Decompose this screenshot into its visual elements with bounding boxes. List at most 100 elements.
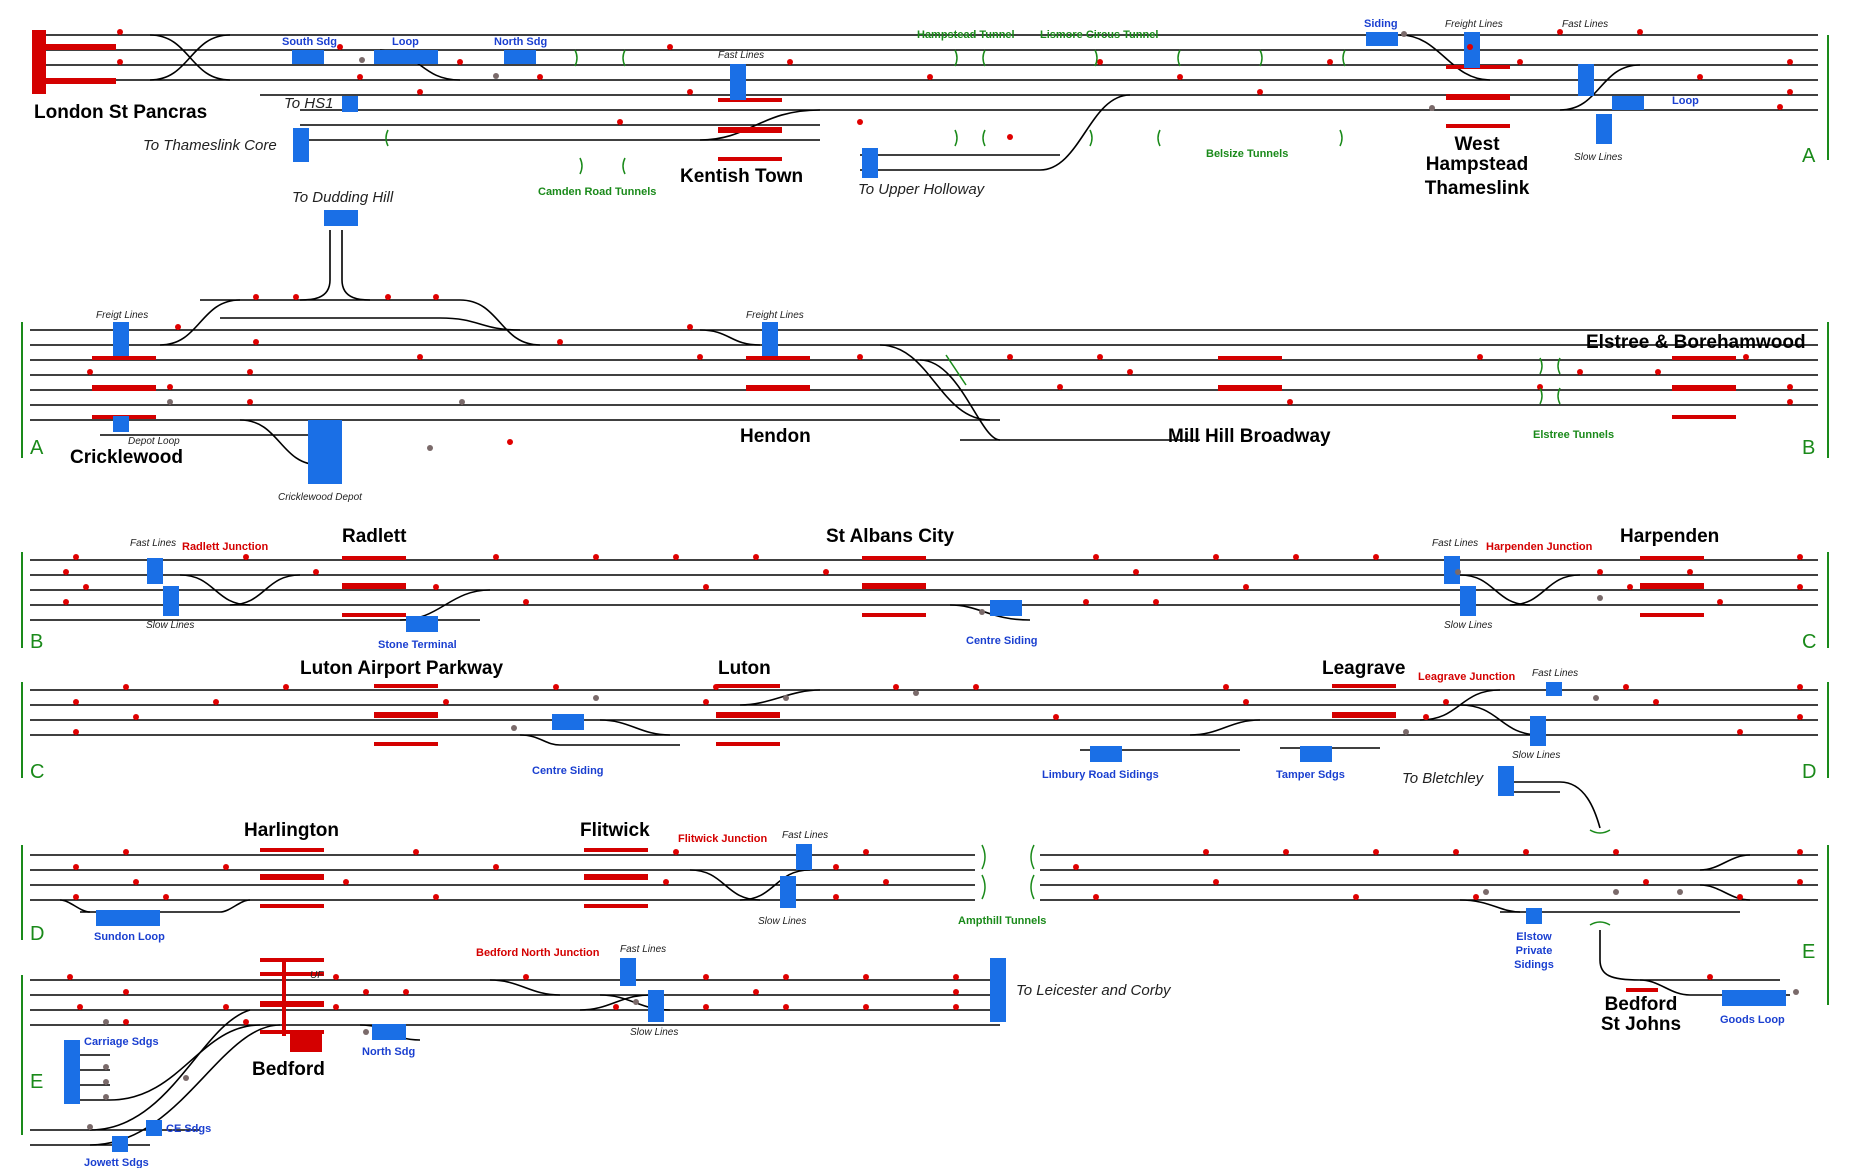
label-fast-lines-f: Fast Lines: [782, 830, 828, 841]
label-ce-sdgs: CE Sdgs: [166, 1123, 211, 1135]
label-loop: Loop: [392, 36, 419, 48]
siding-wh-block: [1366, 32, 1398, 46]
carriage-sdgs-block: [64, 1040, 80, 1104]
label-fast-lines-h: Fast Lines: [1432, 538, 1478, 549]
row-2-signals: [87, 294, 1793, 451]
row-4-tracks: [30, 689, 1818, 829]
row-2-sidings: [113, 210, 778, 484]
label-slow-lines-r: Slow Lines: [146, 620, 194, 631]
label-to-bletchley: To Bletchley: [1402, 770, 1485, 787]
row-4-sidings: [552, 682, 1562, 796]
label-stone-terminal: Stone Terminal: [378, 639, 457, 651]
label-limbury-road: Limbury Road Sidings: [1042, 769, 1159, 781]
label-camden-road-tunnels: Camden Road Tunnels: [538, 186, 656, 198]
station-harlington: Harlington: [244, 820, 339, 841]
south-sdg-block: [292, 50, 324, 64]
loop-block: [374, 50, 438, 64]
north-sdg-2-block: [372, 1024, 406, 1040]
label-elstow-3: Sidings: [1514, 959, 1554, 971]
label-slow-lines-b: Slow Lines: [630, 1027, 678, 1038]
label-fast-lines-kt: Fast Lines: [718, 50, 764, 61]
label-to-dudding-hill: To Dudding Hill: [292, 189, 394, 206]
label-freight-lines-wh: Freight Lines: [1445, 19, 1503, 30]
label-bedford-north-junction: Bedford North Junction: [476, 947, 600, 959]
label-slow-lines-l: Slow Lines: [1512, 750, 1560, 761]
row-1-tunnel-marks: [385, 49, 1346, 175]
station-luton: Luton: [718, 658, 771, 679]
section-marker-a-end: A: [1802, 145, 1816, 167]
label-belsize-tunnels: Belsize Tunnels: [1206, 148, 1288, 160]
row-6-sidings: [64, 958, 1006, 1152]
row-4-tunnel-marks: [1589, 829, 1611, 834]
station-west-hampstead-1: West: [1454, 134, 1500, 155]
label-ampthill-tunnels: Ampthill Tunnels: [958, 915, 1046, 927]
station-bedford: Bedford: [252, 1059, 325, 1080]
label-to-thameslink-core: To Thameslink Core: [143, 137, 277, 154]
label-tamper-sdgs: Tamper Sdgs: [1276, 769, 1345, 781]
label-north-sdg: North Sdg: [494, 36, 547, 48]
label-freight-lines-hendon: Freight Lines: [746, 310, 804, 321]
label-fast-lines-r: Fast Lines: [130, 538, 176, 549]
row-6-platforms: [260, 958, 324, 1052]
station-st-albans-city: St Albans City: [826, 526, 955, 547]
label-fast-lines-b: Fast Lines: [620, 944, 666, 955]
centre-siding-1-block: [990, 600, 1022, 616]
station-leagrave: Leagrave: [1322, 658, 1405, 679]
row-2-platforms: [92, 356, 1736, 419]
row-4-signals: [73, 684, 1803, 735]
sundon-loop-block: [96, 910, 160, 926]
label-elstree-tunnels: Elstree Tunnels: [1533, 429, 1614, 441]
label-uf: UF: [310, 970, 324, 981]
row-6-signals: [67, 974, 959, 1130]
label-leagrave-junction: Leagrave Junction: [1418, 671, 1515, 683]
row-3-sidings: [147, 556, 1476, 632]
row-5-platforms: [260, 848, 1658, 992]
label-north-sdg-2: North Sdg: [362, 1046, 415, 1058]
row-2-tunnel-marks: [945, 354, 1561, 405]
centre-siding-2-block: [552, 714, 584, 730]
cricklewood-depot-block: [308, 420, 342, 484]
station-london-st-pancras: London St Pancras: [34, 102, 207, 123]
row-5-signals: [73, 849, 1803, 995]
loop-wh-block: [1612, 96, 1644, 110]
section-marker-e-end: E: [1802, 941, 1815, 963]
station-luton-airport-parkway: Luton Airport Parkway: [300, 658, 503, 679]
label-slow-lines-wh: Slow Lines: [1574, 152, 1622, 163]
label-cricklewood-depot: Cricklewood Depot: [278, 492, 363, 503]
row-1-tracks: [40, 34, 1818, 171]
station-bedford-st-johns-1: Bedford: [1605, 994, 1678, 1015]
label-elstow-1: Elstow: [1516, 931, 1552, 943]
section-marker-b-start: B: [30, 631, 43, 653]
row-5-tunnel-marks: [981, 844, 1611, 926]
label-flitwick-junction: Flitwick Junction: [678, 833, 768, 845]
section-marker-e-start: E: [30, 1071, 43, 1093]
st-pancras-buffer: [32, 30, 46, 94]
section-marker-d-end: D: [1802, 761, 1816, 783]
station-harpenden: Harpenden: [1620, 526, 1719, 547]
row-2-tracks: [30, 230, 1818, 466]
label-to-upper-holloway: To Upper Holloway: [858, 181, 986, 198]
label-radlett-junction: Radlett Junction: [182, 541, 268, 553]
label-sundon-loop: Sundon Loop: [94, 931, 165, 943]
section-marker-c-start: C: [30, 761, 44, 783]
row-1-signals: [117, 29, 1793, 140]
label-centre-siding-1: Centre Siding: [966, 635, 1038, 647]
label-fast-lines-l: Fast Lines: [1532, 668, 1578, 679]
section-marker-d-start: D: [30, 923, 44, 945]
label-carriage-sdgs: Carriage Sdgs: [84, 1036, 159, 1048]
label-hampstead-tunnel: Hampstead Tunnel: [917, 29, 1015, 41]
section-marker-b-end: B: [1802, 437, 1815, 459]
jowett-sdgs-block: [112, 1136, 128, 1152]
goods-loop-block: [1722, 990, 1786, 1006]
label-depot-loop: Depot Loop: [128, 436, 180, 447]
row-3-signals: [63, 554, 1803, 615]
row-4-platforms: [374, 684, 1396, 746]
row-1-sidings: [292, 32, 1644, 178]
station-elstree-borehamwood: Elstree & Borehamwood: [1586, 332, 1806, 353]
station-cricklewood: Cricklewood: [70, 447, 183, 468]
row-3-tracks: [30, 559, 1818, 621]
row-3-platforms: [342, 556, 1704, 617]
label-slow-lines-f: Slow Lines: [758, 916, 806, 927]
row-5-tracks: [30, 854, 1818, 996]
